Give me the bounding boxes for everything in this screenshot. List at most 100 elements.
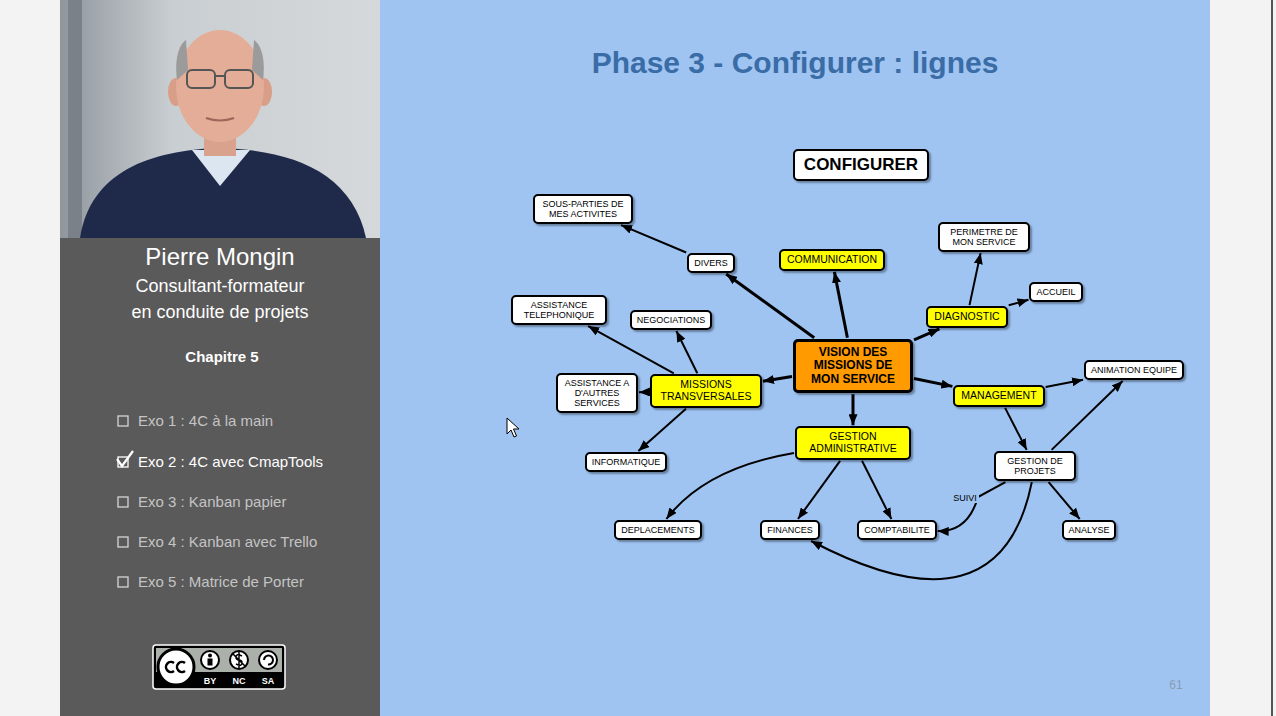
node-text: ANIMATION EQUIPE [1091, 365, 1177, 375]
category-box: MISSIONS TRANSVERSALES [650, 374, 762, 408]
glasses [187, 70, 215, 88]
mouse-cursor [507, 418, 519, 437]
connector-arrow [1052, 381, 1123, 450]
cc-mark [177, 662, 185, 672]
exercise-item: Exo 5 : Matrice de Porter [138, 573, 304, 590]
connector-arrow [1005, 408, 1027, 450]
concept-box: SOUS-PARTIES DE MES ACTIVITES [533, 194, 633, 224]
concept-box: PERIMETRE DE MON SERVICE [938, 222, 1030, 252]
node-text: NEGOCIATIONS [637, 315, 705, 325]
node-text: PERIMETRE DE MON SERVICE [945, 227, 1023, 247]
connector-arrow [798, 461, 840, 519]
chapter-label: Chapitre 5 [185, 348, 258, 365]
connector-arrow [1046, 380, 1084, 387]
connector-arrow [763, 376, 792, 381]
concept-box: ACCUEIL [1029, 282, 1082, 302]
node-text: DIVERS [694, 258, 728, 268]
wall [60, 0, 380, 238]
webcam-photo [60, 0, 380, 238]
by-icon [208, 654, 212, 658]
concept-box: NEGOCIATIONS [630, 310, 712, 330]
presenter-role: en conduite de projets [131, 302, 308, 323]
node-text: ANALYSE [1069, 525, 1110, 535]
connector-arrow [970, 253, 981, 305]
connector-arrow [862, 461, 891, 519]
category-box: GESTION ADMINISTRATIVE [795, 426, 911, 460]
cc-circle [158, 649, 194, 685]
node-text: DEPLACEMENTS [621, 525, 695, 535]
node-text: FINANCES [767, 525, 813, 535]
exercise-item: Exo 1 : 4C à la main [138, 412, 273, 429]
node-text: GESTION DE PROJETS [1001, 456, 1069, 476]
cc-logo [153, 645, 285, 689]
checkbox [118, 497, 128, 507]
sa-icon [259, 651, 277, 669]
connector-arrow [811, 482, 1032, 579]
glasses-bridge [215, 75, 225, 77]
node-text: CONFIGURER [804, 155, 918, 174]
link-label: SUIVI [951, 493, 979, 503]
scroll-edge [1271, 0, 1273, 716]
concept-box: FINANCES [760, 520, 820, 540]
node-text: ACCUEIL [1036, 287, 1075, 297]
connector-arrow [726, 274, 814, 338]
node-text: ASSISTANCE A D'AUTRES SERVICES [563, 378, 631, 408]
category-box: MANAGEMENT [953, 385, 1044, 407]
central-box: VISION DES MISSIONS DE MON SERVICE [793, 339, 913, 393]
concept-box: ASSISTANCE TELEPHONIQUE [511, 295, 607, 325]
connector-arrow [938, 482, 1006, 531]
license-code: SA [262, 676, 275, 686]
category-box: COMMUNICATION [779, 249, 885, 271]
face [176, 30, 264, 142]
connector-arrow [666, 453, 794, 519]
node-text: GESTION ADMINISTRATIVE [803, 431, 903, 455]
connector-arrow [1009, 300, 1029, 306]
connector-arrow [621, 225, 686, 252]
concept-box: ANALYSE [1062, 520, 1117, 540]
concept-box: DEPLACEMENTS [614, 520, 702, 540]
cc-frame [153, 645, 285, 689]
node-text: DIAGNOSTIC [934, 311, 999, 323]
license-code: NC [233, 676, 246, 686]
glasses [225, 70, 253, 88]
concept-box: ASSISTANCE A D'AUTRES SERVICES [556, 373, 638, 413]
door-frame [68, 0, 82, 238]
connector-arrow [914, 379, 952, 387]
connector-arrow [676, 331, 697, 373]
cc-mark [166, 662, 174, 672]
by-icon [208, 659, 213, 666]
node-text: MISSIONS TRANSVERSALES [658, 379, 754, 403]
exercise-item: Exo 3 : Kanban papier [138, 493, 286, 510]
node-text: MANAGEMENT [961, 390, 1036, 402]
connector-arrow [1049, 482, 1080, 519]
connector-arrow [588, 326, 674, 373]
checkbox [118, 537, 128, 547]
node-text: VISION DES MISSIONS DE MON SERVICE [802, 346, 904, 386]
mouth [206, 118, 234, 121]
node-text: COMPTABILITE [864, 525, 929, 535]
concept-box: INFORMATIQUE [585, 452, 667, 472]
slide-title: Phase 3 - Configurer : lignes [380, 46, 1210, 80]
checkbox [118, 577, 128, 587]
checkbox [118, 416, 128, 426]
torso [80, 148, 366, 238]
node-text: ASSISTANCE TELEPHONIQUE [518, 300, 600, 320]
by-icon [201, 651, 219, 669]
license-code: BY [204, 676, 217, 686]
checkmark [117, 451, 133, 466]
concept-box: GESTION DE PROJETS [994, 451, 1076, 481]
node-text: SOUS-PARTIES DE MES ACTIVITES [540, 199, 626, 219]
concept-box: ANIMATION EQUIPE [1084, 360, 1184, 380]
nc-icon [230, 651, 248, 669]
exercise-item: Exo 2 : 4C avec CmapTools [138, 453, 323, 470]
presenter-role: Consultant-formateur [135, 276, 304, 297]
connector-arrow [834, 272, 847, 338]
concept-box: COMPTABILITE [857, 520, 936, 540]
nc-icon [232, 652, 246, 668]
connector-arrow [638, 409, 686, 451]
connector-arrow [852, 394, 855, 425]
connector-arrow [639, 391, 649, 393]
page-number: 61 [1169, 679, 1182, 693]
node-text: COMMUNICATION [787, 254, 877, 266]
heading-box: CONFIGURER [793, 149, 929, 180]
